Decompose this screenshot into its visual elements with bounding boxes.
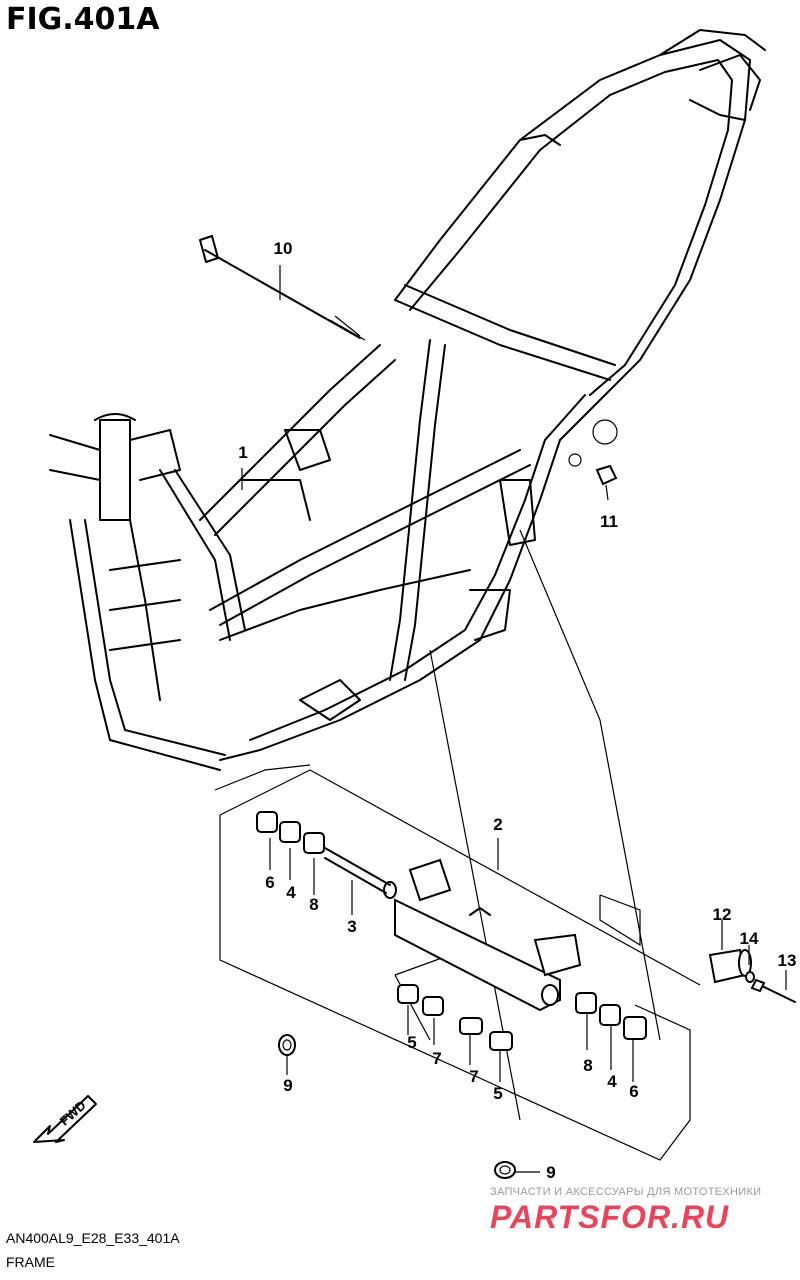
- callout-3: 3: [347, 917, 357, 936]
- callout-4-left: 4: [286, 883, 296, 902]
- callout-7-left: 7: [432, 1049, 442, 1068]
- callout-10: 10: [273, 239, 293, 258]
- nut: [595, 464, 618, 486]
- callout-8-right: 8: [583, 1056, 593, 1075]
- left-bushings: [256, 811, 391, 894]
- callout-9-right: 9: [546, 1163, 556, 1182]
- callout-9-left: 9: [283, 1076, 293, 1095]
- callout-12: 12: [712, 905, 732, 924]
- watermark-tagline: ЗАПЧАСТИ И АКСЕССУАРЫ ДЛЯ МОТОТЕХНИКИ: [490, 1186, 762, 1198]
- frame-body: [49, 29, 766, 771]
- engine-mount-bracket: [383, 858, 582, 1012]
- callout-7-right: 7: [469, 1067, 479, 1086]
- washers: [278, 1034, 516, 1179]
- figure-code: AN400AL9_E28_E33_401A: [6, 1230, 180, 1246]
- watermark-logo: PARTSFOR.RU: [490, 1199, 729, 1234]
- fwd-arrow-icon: FWD: [33, 1095, 97, 1143]
- callout-8-left: 8: [309, 895, 319, 914]
- damper-set: [708, 948, 796, 1003]
- right-bushings: [575, 992, 647, 1040]
- callout-2: 2: [493, 815, 503, 834]
- callout-1: 1: [238, 443, 248, 462]
- callout-14: 14: [739, 929, 759, 948]
- watermark-logo-text: PARTSFOR.RU: [490, 1199, 729, 1234]
- callout-6-left: 6: [265, 873, 275, 892]
- callout-6-right: 6: [629, 1082, 639, 1101]
- callout-13: 13: [777, 951, 797, 970]
- callout-11: 11: [600, 512, 618, 531]
- figure-title: FIG.401A: [6, 2, 160, 37]
- leader-lines: [241, 265, 787, 1173]
- callout-5-right: 5: [493, 1084, 503, 1103]
- figure-name: FRAME: [6, 1254, 55, 1270]
- callout-5-left: 5: [407, 1033, 417, 1052]
- bolt-long: [199, 235, 366, 341]
- exploded-box: [214, 529, 701, 1161]
- callout-4-right: 4: [607, 1072, 617, 1091]
- center-bushings: [397, 984, 513, 1051]
